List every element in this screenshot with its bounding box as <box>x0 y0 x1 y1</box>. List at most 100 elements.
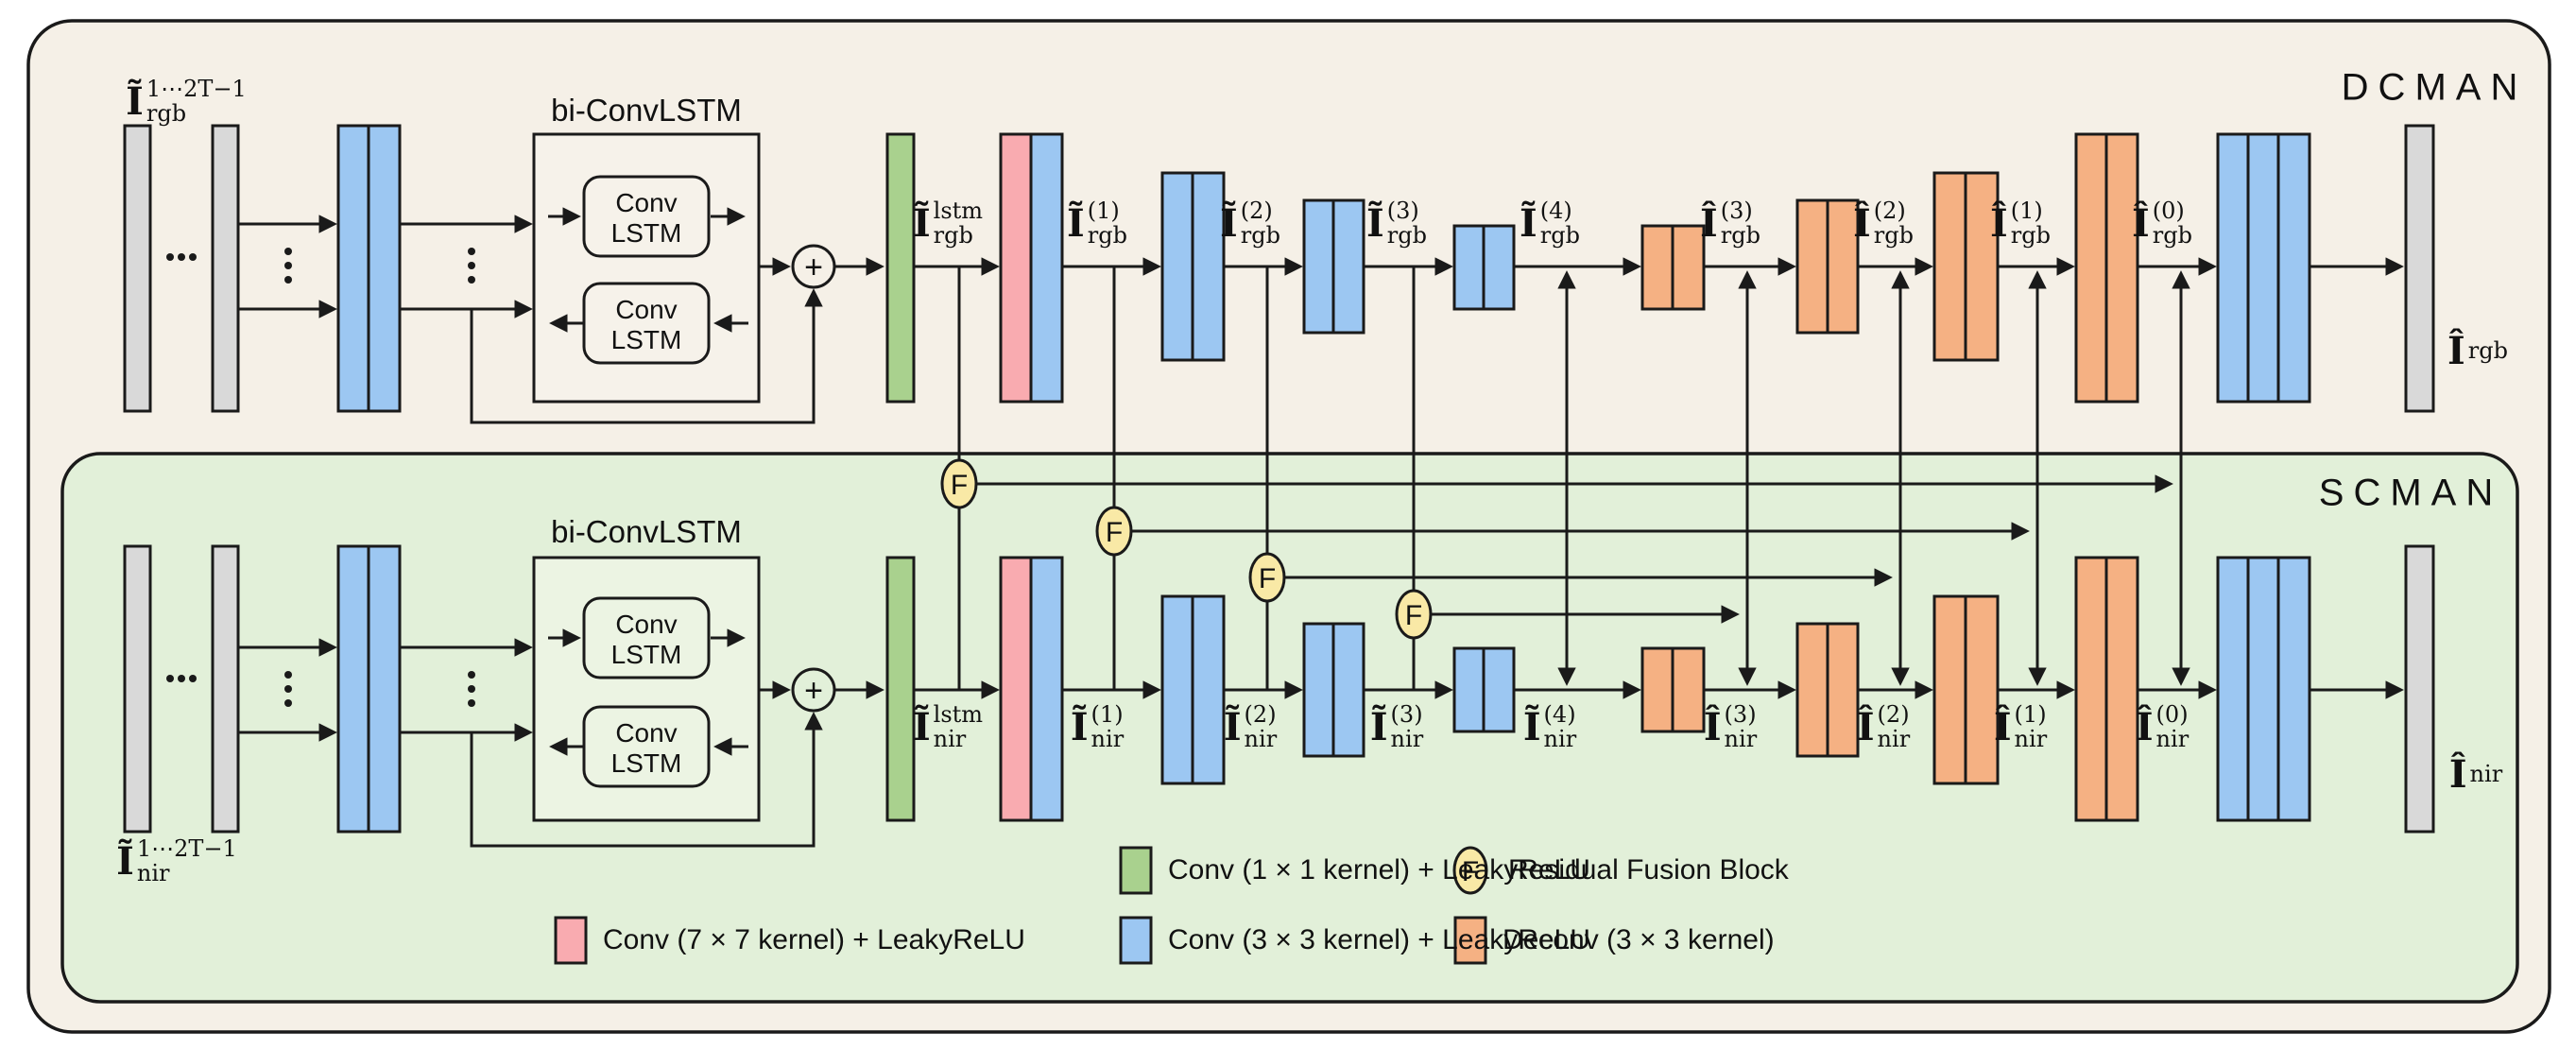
svg-text:LSTM: LSTM <box>611 218 682 248</box>
nir-deconv-stage-bar <box>1826 622 1860 758</box>
rgb-output-conv-bar <box>2246 132 2280 404</box>
nir-encoder-stage3-bar <box>1331 622 1365 758</box>
rgb-conv3-bar <box>336 124 370 413</box>
rgb-conv7-bar <box>999 132 1033 404</box>
label-rgb-dec2: Î (2)rgb <box>1853 198 1914 249</box>
rgb-input-frame-bar <box>123 124 152 413</box>
svg-text:LSTM: LSTM <box>611 325 682 354</box>
nir-deconv-stage-bar <box>1964 594 2000 785</box>
residual-fusion-block <box>1395 589 1433 640</box>
label-nir-enc3: Ĩ (3)nir <box>1369 701 1424 752</box>
nir-encoder-stage2-bar <box>1191 594 1226 785</box>
rgb-encoder-stage3-bar <box>1302 198 1335 335</box>
label-nir-dec0: Î (0)nir <box>2135 701 2190 752</box>
svg-text:LSTM: LSTM <box>611 640 682 669</box>
rgb-deconv-stage-bar <box>1640 224 1674 311</box>
nir-deconv-stage-bar <box>1932 594 1967 785</box>
nir-conv7-bar <box>999 556 1033 822</box>
nir-conv3-bar <box>367 544 402 834</box>
legend-conv7-swatch <box>554 916 588 965</box>
nir-encoder-stage3-bar <box>1302 622 1335 758</box>
nir-output-conv-bar <box>2216 556 2250 822</box>
nir-input-frame-bar <box>123 544 152 834</box>
svg-text:Conv: Conv <box>615 188 677 217</box>
rgb-conv1-bar <box>885 132 916 404</box>
label-nir-dec1: Î (1)nir <box>1993 701 2048 752</box>
svg-text:+: + <box>804 673 823 709</box>
legend-deconv-swatch <box>1453 916 1487 965</box>
label-nir-output: Î nir <box>2448 752 2503 797</box>
nir-deconv-stage-bar <box>1795 622 1829 758</box>
label-rgb-enc4: Ĩ (4)rgb <box>1520 198 1580 249</box>
svg-text:F: F <box>1259 563 1276 594</box>
legend-fusion-label: Residual Fusion Block <box>1508 854 1789 886</box>
legend-conv1-swatch <box>1119 846 1153 895</box>
label-rgb-output: Î rgb <box>2447 329 2508 373</box>
nir-bi-convlstm-title: bi-ConvLSTM <box>551 514 742 549</box>
legend-conv3-swatch <box>1119 916 1153 965</box>
nir-encoder-stage4-bar <box>1482 646 1516 733</box>
nir-sum-node <box>791 667 836 713</box>
label-rgb-dec3: Î (3)rgb <box>1700 198 1760 249</box>
legend-fusion-swatch <box>1452 846 1488 895</box>
legend-deconv-label: Deconv (3 × 3 kernel) <box>1503 924 1775 955</box>
residual-fusion-block <box>1248 552 1286 603</box>
nir-deconv-stage-bar <box>2104 556 2139 822</box>
label-nir-enc1: Ĩ (1)nir <box>1070 701 1125 752</box>
nir-convlstm-forward-cell <box>582 596 711 679</box>
rgb-deconv-stage-bar <box>1964 171 2000 362</box>
rgb-input-frame-bar <box>211 124 240 413</box>
dcman-row: Conv LSTM Conv LSTM + <box>123 124 2435 424</box>
svg-text:Conv: Conv <box>615 718 677 748</box>
nir-deconv-stage-bar <box>1671 646 1706 733</box>
legend-conv3-label: Conv (3 × 3 kernel) + LeakyReLU <box>1168 924 1590 955</box>
nir-output-frame-bar <box>2404 544 2435 834</box>
nir-deconv-stage-bar <box>2074 556 2108 822</box>
legend-conv7-label: Conv (7 × 7 kernel) + LeakyReLU <box>603 924 1025 955</box>
nir-input-frame-bar <box>211 544 240 834</box>
residual-fusion-block <box>1095 506 1133 557</box>
nir-output-conv-bar <box>2246 556 2280 822</box>
svg-text:LSTM: LSTM <box>611 748 682 778</box>
label-nir-dec3: Î (3)nir <box>1703 701 1758 752</box>
rgb-conv3-bar <box>1029 132 1064 404</box>
rgb-encoder-stage4-bar <box>1482 224 1516 311</box>
rgb-deconv-stage-bar <box>2074 132 2108 404</box>
rgb-deconv-stage-bar <box>1795 198 1829 335</box>
svg-text:F: F <box>951 470 968 501</box>
svg-text:F: F <box>1106 517 1123 548</box>
label-rgb-enc2: Ĩ (2)rgb <box>1220 198 1280 249</box>
label-nir-enc2: Ĩ (2)nir <box>1223 701 1278 752</box>
nir-encoder-stage2-bar <box>1160 594 1194 785</box>
svg-text:Conv: Conv <box>615 295 677 324</box>
residual-fusion-block <box>940 458 978 509</box>
svg-text:F: F <box>1462 856 1479 887</box>
rgb-sum-node <box>791 244 836 289</box>
rgb-encoder-stage3-bar <box>1331 198 1365 335</box>
label-rgb-dec0: Î (0)rgb <box>2132 198 2192 249</box>
nir-conv1-bar <box>885 556 916 822</box>
legend: F <box>554 846 1488 965</box>
nir-deconv-stage-bar <box>1640 646 1674 733</box>
nir-output-conv-bar <box>2276 556 2311 822</box>
rgb-encoder-stage2-bar <box>1160 171 1194 362</box>
rgb-output-frame-bar <box>2404 124 2435 413</box>
scman-row: Conv LSTM Conv LSTM + <box>123 544 2435 848</box>
legend-conv1-label: Conv (1 × 1 kernel) + LeakyReLU <box>1168 854 1590 886</box>
label-rgb-dec1: Î (1)rgb <box>1990 198 2051 249</box>
rgb-deconv-stage-bar <box>2104 132 2139 404</box>
rgb-bi-convlstm-title: bi-ConvLSTM <box>551 93 742 128</box>
label-nir-dec2: Î (2)nir <box>1856 701 1911 752</box>
rgb-output-conv-bar <box>2276 132 2311 404</box>
svg-text:+: + <box>804 249 823 285</box>
svg-text:F: F <box>1405 600 1422 631</box>
rgb-encoder-stage4-bar <box>1452 224 1485 311</box>
rgb-conv3-bar <box>367 124 402 413</box>
svg-text:Conv: Conv <box>615 610 677 639</box>
